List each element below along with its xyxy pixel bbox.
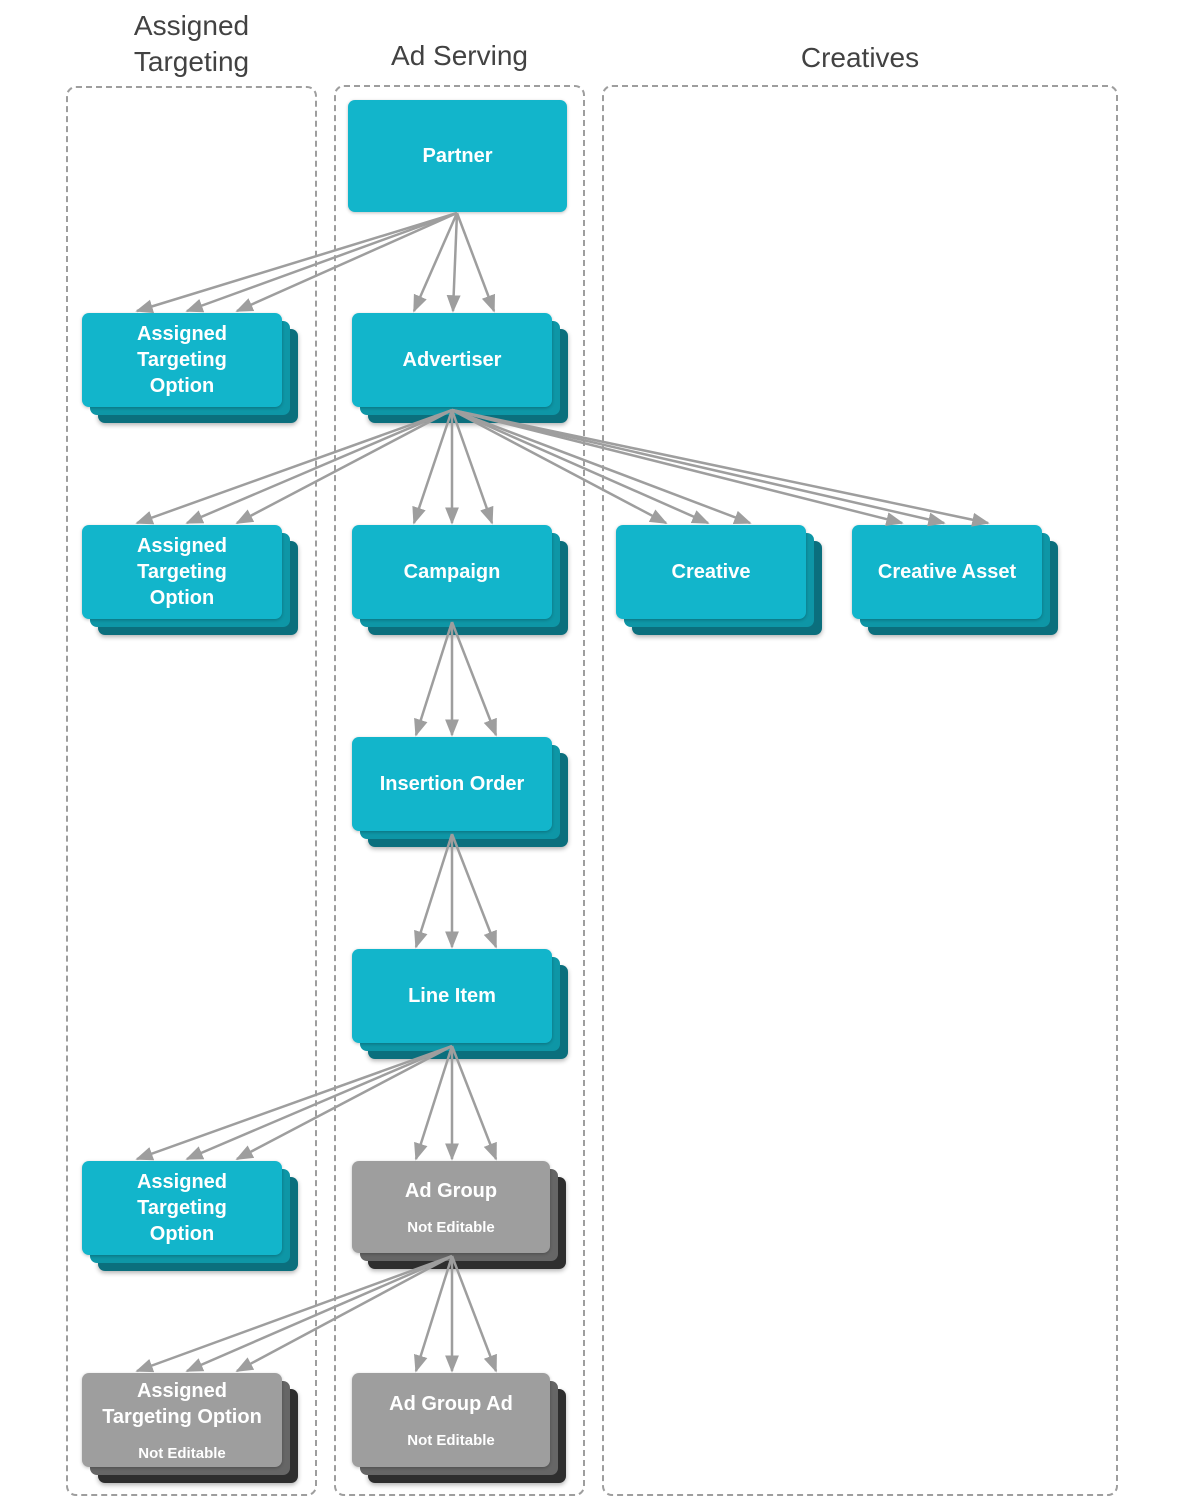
- column-header-ad-serving: Ad Serving: [391, 40, 528, 71]
- node-label: Assigned Targeting Option: [136, 1171, 228, 1245]
- node-label: Insertion Order: [379, 773, 525, 795]
- node-label: Partner: [422, 145, 493, 167]
- assigned-targeting-column-border: [66, 86, 317, 1496]
- node-campaign: Campaign: [352, 525, 568, 635]
- node-face: Line Item: [352, 949, 552, 1043]
- node-creative: Creative: [616, 525, 822, 635]
- node-assigned-targeting-option-2: Assigned Targeting Option: [82, 525, 298, 635]
- node-face: Insertion Order: [352, 737, 552, 831]
- ad-serving-column-border: [334, 85, 585, 1496]
- node-sublabel: Not Editable: [138, 1445, 226, 1462]
- node-insertion-order: Insertion Order: [352, 737, 568, 847]
- node-ad-group-ad: Ad Group Ad Not Editable: [352, 1373, 566, 1483]
- node-face: Assigned Targeting Option: [82, 313, 282, 407]
- node-label: Creative Asset: [877, 561, 1017, 583]
- node-face: Advertiser: [352, 313, 552, 407]
- node-sublabel: Not Editable: [407, 1219, 495, 1236]
- node-creative-asset: Creative Asset: [852, 525, 1058, 635]
- node-face: Creative: [616, 525, 806, 619]
- node-label: Assigned Targeting Option: [136, 323, 228, 397]
- node-face: Partner: [348, 100, 567, 212]
- node-label: Ad Group: [404, 1180, 498, 1202]
- node-face: Creative Asset: [852, 525, 1042, 619]
- node-label: Assigned Targeting Option: [136, 535, 228, 609]
- node-face: Assigned Targeting Option: [82, 1161, 282, 1255]
- column-header-assigned-targeting: Assigned Targeting: [133, 10, 250, 77]
- node-sublabel: Not Editable: [407, 1432, 495, 1449]
- node-advertiser: Advertiser: [352, 313, 568, 423]
- node-face: Assigned Targeting Option: [82, 525, 282, 619]
- node-label: Creative: [671, 561, 751, 583]
- node-label: Assigned Targeting Option: [102, 1380, 262, 1428]
- node-partner: Partner: [348, 100, 567, 212]
- node-line-item: Line Item: [352, 949, 568, 1059]
- node-face: Campaign: [352, 525, 552, 619]
- column-header-creatives: Creatives: [800, 42, 920, 73]
- node-label: Line Item: [408, 985, 496, 1007]
- creatives-column-border: [602, 85, 1118, 1496]
- node-assigned-targeting-option-1: Assigned Targeting Option: [82, 313, 298, 423]
- node-label: Campaign: [403, 561, 501, 583]
- node-label: Advertiser: [402, 349, 502, 371]
- node-label: Ad Group Ad: [389, 1393, 513, 1415]
- node-face: Ad Group Ad Not Editable: [352, 1373, 550, 1467]
- node-assigned-targeting-option-3: Assigned Targeting Option: [82, 1161, 298, 1271]
